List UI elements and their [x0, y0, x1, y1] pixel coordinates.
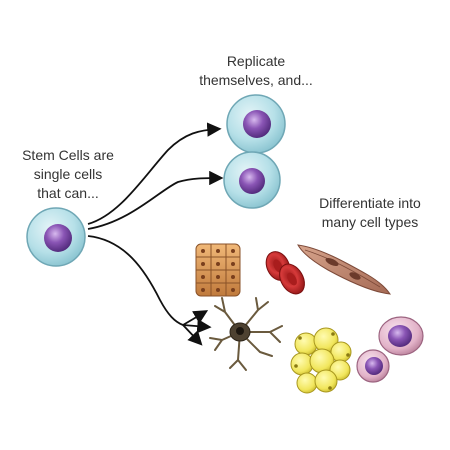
differentiate-label: Differentiate into many cell types: [300, 194, 440, 232]
white-blood-cells: [356, 316, 424, 383]
arrow-to-replicate-1: [87, 122, 222, 225]
replicated-stem-cell-1: [226, 94, 286, 154]
differentiate-label-line-2: many cell types: [321, 214, 419, 230]
stem-cells-label-line-3: that can...: [37, 185, 99, 201]
replicate-label-line-2: themselves, and...: [199, 72, 313, 88]
stem-cells-label: Stem Cells are single cells that can...: [8, 146, 128, 203]
replicate-label: Replicate themselves, and...: [186, 52, 326, 90]
stem-cells-label-line-1: Stem Cells are: [22, 147, 114, 163]
fat-cells: [290, 327, 352, 394]
arrow-branch-up: [182, 310, 209, 326]
smooth-muscle-cells: [297, 244, 392, 295]
differentiation-arrow: [87, 235, 212, 346]
red-blood-cells: [265, 251, 305, 295]
arrow-branch-right: [182, 318, 212, 334]
replicated-stem-cell-2: [223, 151, 281, 209]
replicate-label-line-1: Replicate: [226, 53, 286, 69]
epithelial-cells: [195, 243, 241, 297]
neuron: [209, 297, 283, 371]
stem-cells-label-line-2: single cells: [33, 166, 103, 182]
replication-arrows: [87, 122, 224, 230]
arrow-branch-down: [182, 324, 203, 346]
stem-cell: [26, 207, 86, 267]
arrow-to-replicate-2: [87, 170, 224, 230]
differentiate-label-line-1: Differentiate into: [319, 195, 421, 211]
